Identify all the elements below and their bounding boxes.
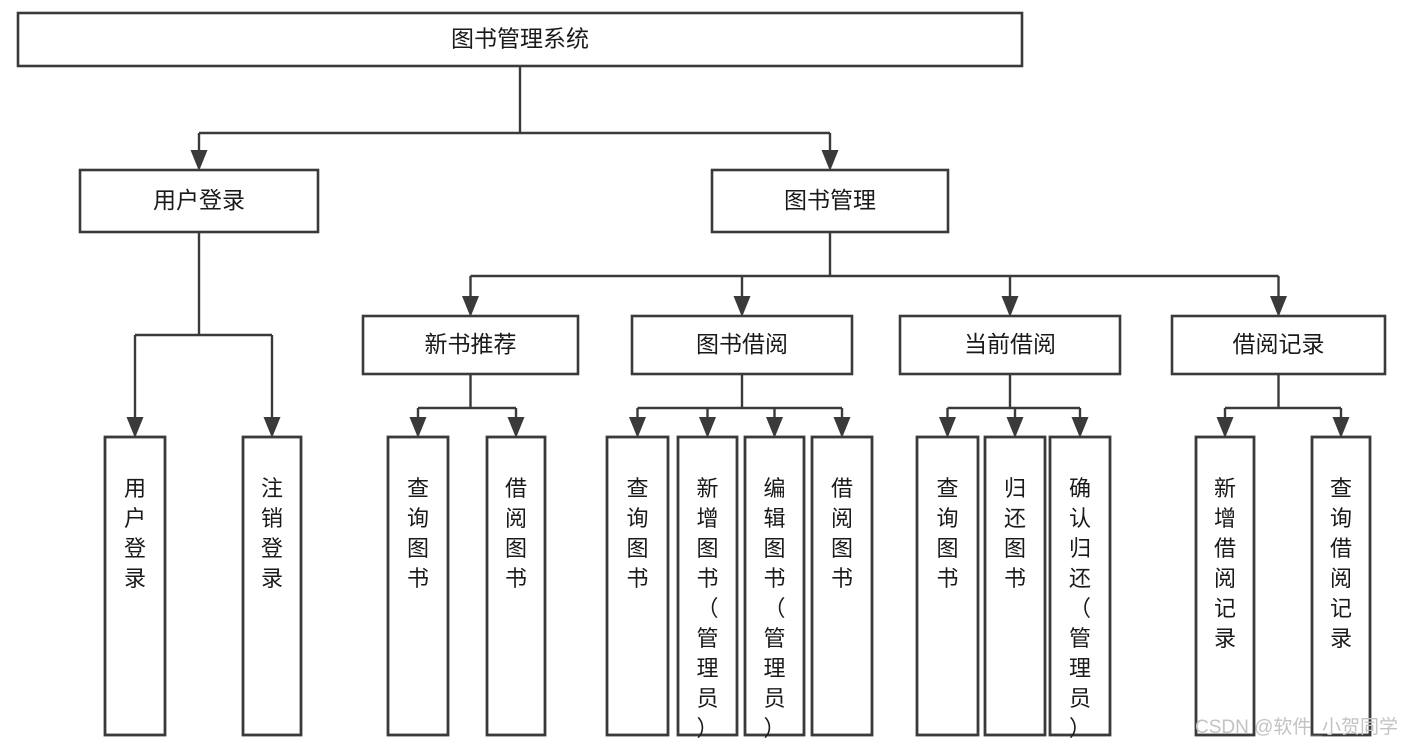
node-label-用户登录: 用户登录 xyxy=(153,187,245,213)
arrow-head-icon xyxy=(733,296,751,317)
node-box-图书管理[interactable] xyxy=(710,168,950,234)
connector-group-current xyxy=(939,374,1089,438)
node-leaf13[interactable]: 查询借阅记录 xyxy=(1310,435,1372,737)
node-current[interactable]: 当前借阅 xyxy=(898,314,1122,376)
node-records[interactable]: 借阅记录 xyxy=(1170,314,1387,376)
node-login[interactable]: 用户登录 xyxy=(78,168,320,234)
node-box-确认归还管理员[interactable] xyxy=(1048,435,1112,737)
arrow-head-icon xyxy=(833,417,851,438)
arrow-head-icon xyxy=(1332,417,1350,438)
node-box-注销登录[interactable] xyxy=(241,435,303,737)
arrow-head-icon xyxy=(507,417,525,438)
node-label-新增图书管理员: 新增图书（管理员） xyxy=(696,476,718,741)
node-newbook[interactable]: 新书推荐 xyxy=(361,314,580,376)
node-label-查询图书: 查询图书 xyxy=(936,476,958,591)
arrow-head-icon xyxy=(263,417,281,438)
node-box-新书推荐[interactable] xyxy=(361,314,580,376)
node-box-归还图书[interactable] xyxy=(983,435,1047,737)
arrow-head-icon xyxy=(939,417,956,438)
arrow-head-icon xyxy=(1006,417,1024,438)
node-borrow[interactable]: 图书借阅 xyxy=(630,314,854,376)
node-box-借阅记录[interactable] xyxy=(1170,314,1387,376)
node-label-借阅记录: 借阅记录 xyxy=(1233,331,1325,357)
node-label-图书管理系统: 图书管理系统 xyxy=(451,26,589,52)
node-leaf11[interactable]: 确认归还（管理员） xyxy=(1048,435,1112,741)
arrow-head-icon xyxy=(821,150,839,171)
arrow-head-icon xyxy=(462,296,479,317)
node-label-查询图书: 查询图书 xyxy=(407,476,429,591)
node-leaf9[interactable]: 查询图书 xyxy=(915,435,980,737)
node-box-图书借阅[interactable] xyxy=(630,314,854,376)
node-label-当前借阅: 当前借阅 xyxy=(964,331,1056,357)
node-leaf4[interactable]: 借阅图书 xyxy=(485,435,547,737)
arrow-head-icon xyxy=(1001,296,1019,317)
node-root[interactable]: 图书管理系统 xyxy=(16,11,1024,68)
arrow-head-icon xyxy=(766,417,783,438)
node-box-当前借阅[interactable] xyxy=(898,314,1122,376)
connector-group-login xyxy=(126,232,281,438)
connector-group-newbook xyxy=(409,374,525,438)
arrow-head-icon xyxy=(190,150,208,171)
node-label-图书管理: 图书管理 xyxy=(784,187,876,213)
node-label-新书推荐: 新书推荐 xyxy=(425,331,517,357)
node-box-查询图书[interactable] xyxy=(386,435,450,737)
connector-group-records xyxy=(1216,374,1350,438)
node-leaf6[interactable]: 新增图书（管理员） xyxy=(676,435,739,741)
node-box-借阅图书[interactable] xyxy=(485,435,547,737)
node-bookmgmt[interactable]: 图书管理 xyxy=(710,168,950,234)
arrow-head-icon xyxy=(629,417,646,438)
node-box-用户登录[interactable] xyxy=(78,168,320,234)
connector-group-borrow xyxy=(629,374,851,438)
arrow-head-icon xyxy=(409,417,427,438)
node-label-查询借阅记录: 查询借阅记录 xyxy=(1330,476,1352,651)
node-label-编辑图书管理员: 编辑图书（管理员） xyxy=(763,476,785,741)
connector-group-bookmgmt xyxy=(462,232,1287,317)
node-box-查询图书[interactable] xyxy=(915,435,980,737)
node-box-图书管理系统[interactable] xyxy=(16,11,1024,68)
node-box-借阅图书[interactable] xyxy=(810,435,874,737)
node-leaf2[interactable]: 注销登录 xyxy=(241,435,303,737)
arrow-head-icon xyxy=(1270,296,1287,317)
node-label-新增借阅记录: 新增借阅记录 xyxy=(1214,476,1236,651)
node-box-查询图书[interactable] xyxy=(605,435,670,737)
node-label-查询图书: 查询图书 xyxy=(626,476,648,591)
node-label-图书借阅: 图书借阅 xyxy=(696,331,788,357)
connector-group-root xyxy=(190,66,839,171)
arrow-head-icon xyxy=(126,417,144,438)
node-box-新增借阅记录[interactable] xyxy=(1194,435,1256,737)
node-label-用户登录: 用户登录 xyxy=(124,476,146,591)
node-box-查询借阅记录[interactable] xyxy=(1310,435,1372,737)
arrow-head-icon xyxy=(1216,417,1234,438)
connector-layer xyxy=(126,66,1350,438)
node-box-用户登录[interactable] xyxy=(103,435,167,737)
node-box-编辑图书管理员[interactable] xyxy=(743,435,806,737)
node-leaf3[interactable]: 查询图书 xyxy=(386,435,450,737)
node-label-注销登录: 注销登录 xyxy=(261,476,283,591)
arrow-head-icon xyxy=(699,417,716,438)
node-label-借阅图书: 借阅图书 xyxy=(831,476,853,591)
node-leaf8[interactable]: 借阅图书 xyxy=(810,435,874,737)
node-label-归还图书: 归还图书 xyxy=(1004,476,1026,591)
node-label-确认归还管理员: 确认归还（管理员） xyxy=(1069,476,1091,741)
node-label-借阅图书: 借阅图书 xyxy=(505,476,527,591)
node-leaf5[interactable]: 查询图书 xyxy=(605,435,670,737)
node-leaf12[interactable]: 新增借阅记录 xyxy=(1194,435,1256,737)
csdn-watermark: CSDN @软件_小贺同学 xyxy=(1195,716,1398,738)
arrow-head-icon xyxy=(1071,417,1089,438)
node-box-新增图书管理员[interactable] xyxy=(676,435,739,737)
node-leaf7[interactable]: 编辑图书（管理员） xyxy=(743,435,806,741)
node-layer: 图书管理系统用户登录图书管理新书推荐图书借阅当前借阅借阅记录用户登录注销登录查询… xyxy=(16,11,1387,741)
node-leaf1[interactable]: 用户登录 xyxy=(103,435,167,737)
node-leaf10[interactable]: 归还图书 xyxy=(983,435,1047,737)
